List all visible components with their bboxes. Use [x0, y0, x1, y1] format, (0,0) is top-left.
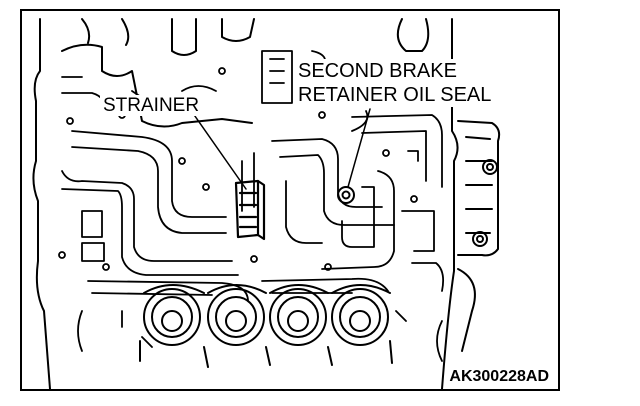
callout-second-brake-retainer-oil-seal: SECOND BRAKE RETAINER OIL SEAL: [294, 59, 496, 107]
callout-line-2: RETAINER OIL SEAL: [298, 84, 492, 106]
leader-lines: [189, 108, 371, 190]
figure-frame: STRAINER SECOND BRAKE RETAINER OIL SEAL …: [20, 9, 560, 391]
accumulator-pistons: [139, 284, 393, 368]
valve-body-outline: [32, 18, 459, 389]
callout-strainer: STRAINER: [100, 95, 203, 116]
strainer: [234, 179, 266, 241]
pump-housing: [457, 120, 501, 352]
oil-passages: [58, 50, 445, 362]
figure-code: AK300228AD: [446, 369, 552, 385]
callout-line-1: SECOND BRAKE: [298, 60, 457, 82]
second-brake-oil-seal: [337, 186, 355, 204]
valve-body-drawing: [32, 18, 501, 389]
